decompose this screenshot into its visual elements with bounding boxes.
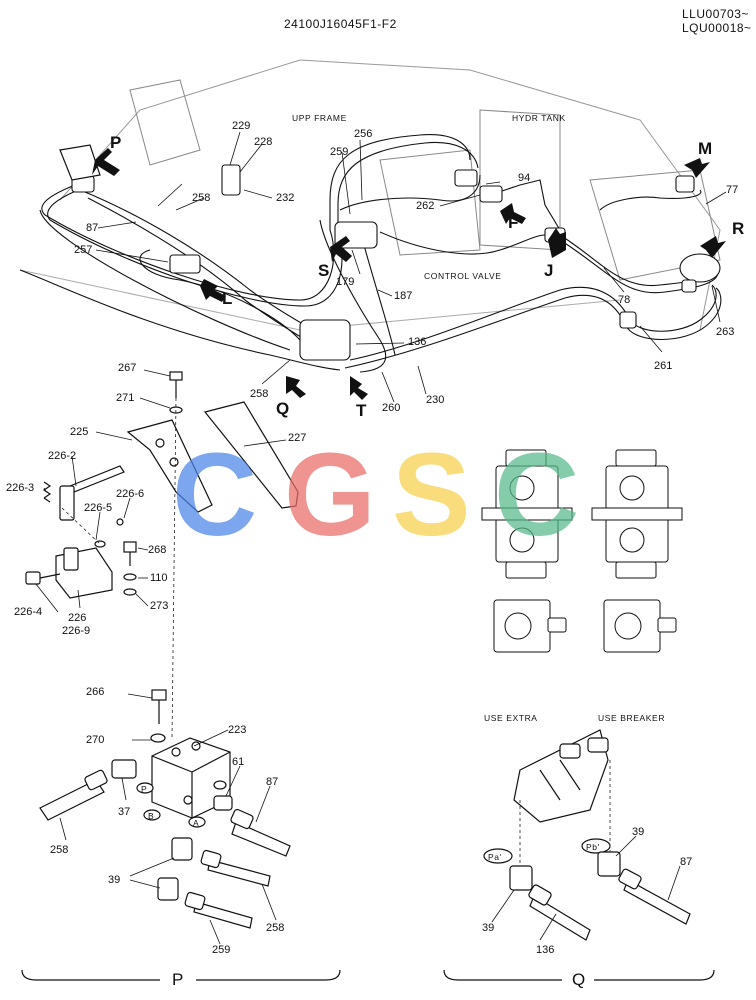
hose-routing bbox=[19, 134, 722, 373]
view-arrows bbox=[92, 148, 726, 400]
detail-p-parts bbox=[25, 371, 299, 929]
view-letter: L bbox=[222, 289, 233, 308]
detail-q-leaders bbox=[491, 835, 681, 941]
part-number: 39 bbox=[482, 922, 495, 934]
part-number: 258 bbox=[192, 192, 211, 204]
part-number: 226 bbox=[68, 612, 87, 624]
part-number: 270 bbox=[86, 734, 105, 746]
part-number: 258 bbox=[266, 922, 285, 934]
section-brackets bbox=[21, 969, 715, 981]
part-number: 37 bbox=[118, 806, 131, 818]
serial-range-1: LLU00703~ bbox=[682, 7, 749, 21]
part-number: 228 bbox=[254, 136, 273, 148]
section-label-q: Q bbox=[572, 970, 586, 989]
watermark-letter: S bbox=[392, 429, 471, 561]
part-number: 87 bbox=[680, 856, 693, 868]
part-number: 78 bbox=[618, 294, 631, 306]
part-number: 273 bbox=[150, 600, 169, 612]
part-number: 257 bbox=[74, 244, 93, 256]
top-fittings bbox=[71, 164, 721, 361]
view-letter: S bbox=[318, 261, 330, 280]
part-number: 110 bbox=[150, 572, 168, 584]
part-number: 232 bbox=[276, 192, 295, 204]
part-number: 258 bbox=[50, 844, 69, 856]
watermark-letter: C bbox=[494, 429, 580, 561]
valve-arrangements bbox=[481, 449, 683, 653]
part-number: 136 bbox=[536, 944, 555, 956]
label-hydr-tank: HYDR TANK bbox=[512, 113, 566, 123]
part-number: 225 bbox=[70, 426, 89, 438]
part-number: 268 bbox=[148, 544, 167, 556]
port-mark: Pb' bbox=[586, 842, 600, 852]
label-use-breaker: USE BREAKER bbox=[598, 713, 666, 723]
part-number: 39 bbox=[108, 874, 121, 886]
drawing-number: 24100J16045F1-F2 bbox=[284, 17, 397, 31]
machine-outline bbox=[19, 59, 721, 331]
part-number: 226-6 bbox=[116, 488, 145, 500]
section-label-p: P bbox=[172, 970, 184, 989]
view-letter: T bbox=[356, 401, 367, 420]
detail-p-leaders bbox=[35, 369, 287, 945]
view-letter: Q bbox=[276, 399, 290, 418]
part-number: 226-4 bbox=[14, 606, 43, 618]
part-number: 226-3 bbox=[6, 482, 35, 494]
part-number: 258 bbox=[250, 388, 269, 400]
part-number: 179 bbox=[336, 276, 355, 288]
port-mark: A bbox=[193, 818, 200, 828]
watermark-letter: C bbox=[172, 429, 258, 561]
port-mark: P bbox=[141, 784, 148, 794]
serial-range-2: LQU00018~ bbox=[682, 21, 752, 35]
part-number: 136 bbox=[408, 336, 427, 348]
part-number: 61 bbox=[232, 756, 245, 768]
part-number: 260 bbox=[382, 402, 401, 414]
part-number: 39 bbox=[632, 826, 645, 838]
part-number: 226-5 bbox=[84, 502, 113, 514]
view-letter: P bbox=[110, 133, 122, 152]
detail-q-parts bbox=[483, 729, 691, 941]
part-number: 267 bbox=[118, 362, 137, 374]
part-number: 94 bbox=[518, 172, 531, 184]
part-number: 259 bbox=[212, 944, 231, 956]
label-use-extra: USE EXTRA bbox=[484, 713, 538, 723]
part-number: 227 bbox=[288, 432, 307, 444]
part-number: 256 bbox=[354, 128, 373, 140]
part-number: 259 bbox=[330, 146, 349, 158]
part-number: 223 bbox=[228, 724, 247, 736]
part-number: 261 bbox=[654, 360, 673, 372]
port-mark: B bbox=[148, 811, 155, 821]
top-leaders bbox=[95, 131, 727, 403]
detail-q-centerlines bbox=[519, 760, 611, 866]
part-number: 266 bbox=[86, 686, 105, 698]
top-pedal bbox=[59, 144, 101, 181]
part-number: 229 bbox=[232, 120, 251, 132]
part-number: 226-9 bbox=[62, 625, 91, 637]
view-letter: J bbox=[544, 261, 554, 280]
view-letter: F bbox=[508, 213, 519, 232]
view-letter: R bbox=[732, 219, 745, 238]
detail-p-centerline bbox=[61, 397, 177, 741]
view-letter: M bbox=[698, 139, 713, 158]
watermark-letter: G bbox=[284, 429, 376, 561]
part-number: 262 bbox=[416, 200, 435, 212]
part-number: 263 bbox=[716, 326, 735, 338]
part-number: 230 bbox=[426, 394, 445, 406]
part-number: 271 bbox=[116, 392, 135, 404]
label-control-valve: CONTROL VALVE bbox=[424, 271, 502, 281]
part-number: 226-2 bbox=[48, 450, 77, 462]
part-number: 87 bbox=[266, 776, 279, 788]
part-number: 187 bbox=[394, 290, 413, 302]
part-number: 77 bbox=[726, 184, 739, 196]
part-number: 87 bbox=[86, 222, 99, 234]
port-mark: Pa' bbox=[488, 852, 502, 862]
label-upp-frame: UPP FRAME bbox=[292, 113, 347, 123]
